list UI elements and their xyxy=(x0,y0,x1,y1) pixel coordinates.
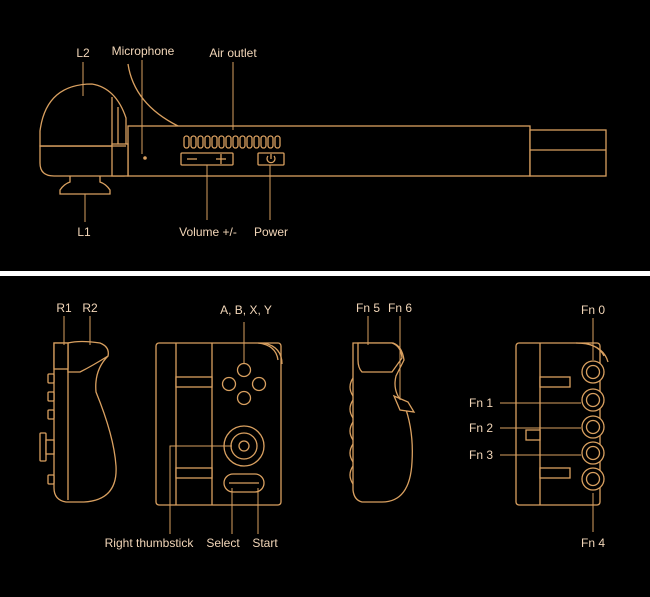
vent-slot xyxy=(253,135,260,149)
fn-button-3-icon xyxy=(581,441,605,465)
fn-button-2-inner xyxy=(585,419,601,435)
label-fn0: Fn 0 xyxy=(581,303,605,317)
back-view: Fn 0 Fn 1 Fn 2 Fn 3 Fn 4 xyxy=(469,303,609,550)
leader-thumbstick xyxy=(169,445,232,534)
label-r1: R1 xyxy=(56,301,72,315)
rail-bar xyxy=(175,376,213,388)
vent-slot xyxy=(211,135,218,149)
thumbstick-cap xyxy=(39,432,47,462)
button-y-icon xyxy=(221,376,237,392)
power-icon xyxy=(266,155,276,164)
thumbstick-stem xyxy=(45,439,55,455)
fn-button-4-icon xyxy=(581,467,605,491)
fn-button-1-icon xyxy=(581,388,605,412)
side-nub xyxy=(47,373,55,384)
label-r2: R2 xyxy=(82,301,98,315)
label-fn1: Fn 1 xyxy=(469,396,493,410)
r1-bumper xyxy=(53,342,69,370)
label-fn6: Fn 6 xyxy=(388,301,412,315)
label-fn4: Fn 4 xyxy=(581,536,605,550)
connector-block xyxy=(529,129,607,177)
microphone-stem xyxy=(127,63,179,127)
r2-trigger xyxy=(67,340,109,373)
label-select: Select xyxy=(206,536,240,550)
front-view: A, B, X, Y Right thumbstick Select Start xyxy=(105,303,283,550)
back-rail xyxy=(539,467,571,479)
side-nub xyxy=(47,409,55,420)
label-microphone: Microphone xyxy=(112,44,175,58)
grip-base xyxy=(39,145,125,177)
label-l2: L2 xyxy=(76,46,90,60)
fn-button-column xyxy=(581,360,605,491)
label-l1: L1 xyxy=(77,225,91,239)
vent-slot xyxy=(225,135,232,149)
vent-slot xyxy=(274,135,281,149)
fn-button-0-inner xyxy=(585,364,601,380)
fn-button-0-icon xyxy=(581,360,605,384)
back-hook-2 xyxy=(583,342,609,363)
vent-slot xyxy=(218,135,225,149)
label-volume: Volume +/- xyxy=(179,225,237,239)
fn-button-1-inner xyxy=(585,392,601,408)
label-start: Start xyxy=(252,536,278,550)
controller-bar xyxy=(127,125,531,177)
grip-ridge xyxy=(349,399,354,419)
label-air-outlet: Air outlet xyxy=(209,46,257,60)
grip-ridge xyxy=(349,377,354,397)
grip-ridge xyxy=(349,421,354,441)
grip-ridge xyxy=(349,465,354,485)
back-clip xyxy=(525,429,541,441)
label-fn5: Fn 5 xyxy=(356,301,380,315)
back-side-body xyxy=(352,342,413,503)
vent-slot xyxy=(232,135,239,149)
back-rail xyxy=(539,376,571,388)
fn-button-2-icon xyxy=(581,415,605,439)
side-view-back: Fn 5 Fn 6 xyxy=(349,301,416,503)
side-view-right: R1 R2 xyxy=(39,301,117,503)
side-nub xyxy=(47,391,55,402)
label-fn2: Fn 2 xyxy=(469,421,493,435)
grip-cap xyxy=(111,143,129,177)
label-right-thumbstick: Right thumbstick xyxy=(105,536,195,550)
button-a-icon xyxy=(251,376,267,392)
microphone-hole-icon xyxy=(143,156,147,160)
right-thumbstick-center xyxy=(238,440,250,452)
l2-trigger xyxy=(39,83,127,147)
vent-slot xyxy=(204,135,211,149)
vent-slot xyxy=(197,135,204,149)
front-hook-2 xyxy=(263,342,283,365)
grip-ridge xyxy=(349,443,354,463)
side-nub xyxy=(47,474,55,485)
vent-slot xyxy=(190,135,197,149)
button-b-icon xyxy=(236,390,252,406)
front-hook xyxy=(257,342,279,361)
vent-slot xyxy=(239,135,246,149)
vent-slot xyxy=(246,135,253,149)
vent-slot xyxy=(183,135,190,149)
top-view: L2 Microphone Air outlet L1 Volume +/- P… xyxy=(39,44,607,239)
label-fn3: Fn 3 xyxy=(469,448,493,462)
button-x-icon xyxy=(236,362,252,378)
label-abxy: A, B, X, Y xyxy=(220,303,272,317)
grip-ridges xyxy=(349,377,354,485)
vent-slot xyxy=(267,135,274,149)
vent-slot xyxy=(260,135,267,149)
panel-divider xyxy=(0,271,650,276)
rail-bar xyxy=(175,467,213,479)
fn-button-3-inner xyxy=(585,445,601,461)
air-outlet-vents xyxy=(183,135,281,149)
fn6-paddle xyxy=(392,394,416,413)
fn5-button xyxy=(357,342,403,373)
fn-button-4-inner xyxy=(585,471,601,487)
label-power: Power xyxy=(254,225,288,239)
l1-trigger xyxy=(59,174,111,195)
